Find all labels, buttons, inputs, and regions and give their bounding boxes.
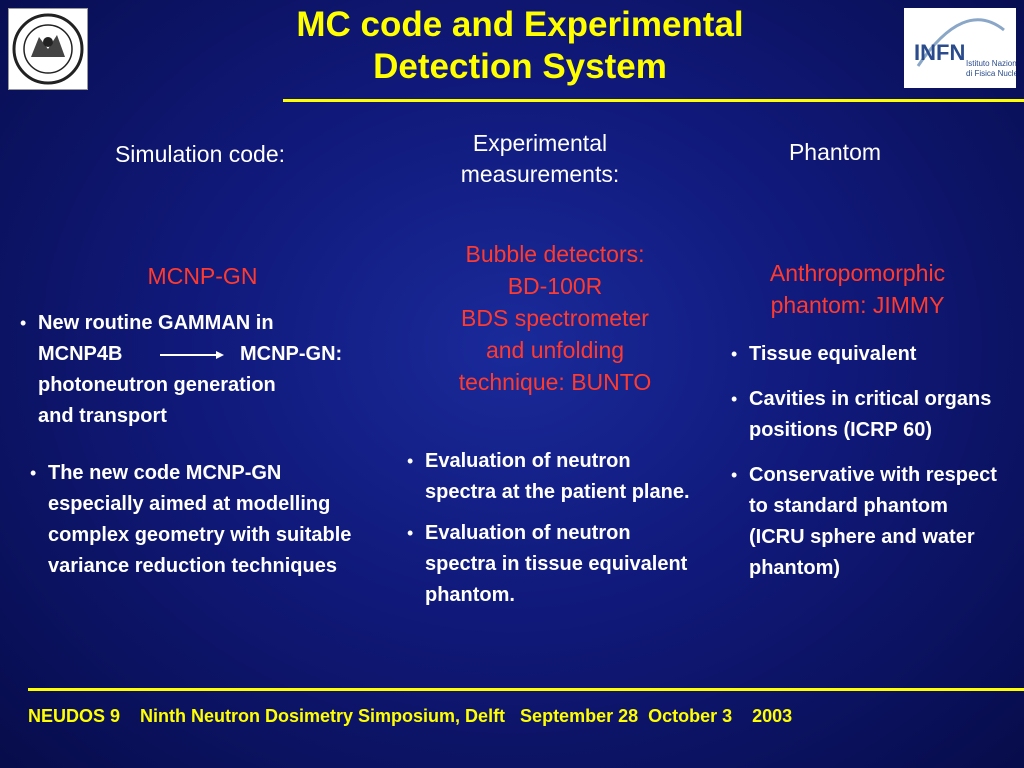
bullet-tissue-equivalent: Tissue equivalent xyxy=(729,339,1004,370)
title-divider xyxy=(283,99,1024,102)
experimental-measurements-heading: Experimental measurements: xyxy=(460,130,620,187)
bubble-detectors-subheading: Bubble detectors: BD-100R BDS spectromet… xyxy=(458,241,652,395)
measurement-bullets: Evaluation of neutron spectra at the pat… xyxy=(405,446,705,611)
phantom-bullets: Tissue equivalent Cavities in critical o… xyxy=(729,339,1004,584)
footer-divider xyxy=(28,688,1024,691)
infn-logo-icon: INFN Istituto Nazionale di Fisica Nuclea… xyxy=(914,18,1024,78)
simulation-bullets-2: The new code MCNP-GN especially aimed at… xyxy=(28,458,368,582)
jimmy-phantom-subheading: Anthropomorphic phantom: JIMMY xyxy=(769,260,946,318)
phantom-heading: Phantom xyxy=(788,139,882,165)
title-line-1: MC code and Experimental xyxy=(296,5,744,44)
svg-text:di Fisica Nucleare: di Fisica Nucleare xyxy=(966,69,1016,78)
bullet-mcnp-gn-aim: The new code MCNP-GN especially aimed at… xyxy=(28,458,368,582)
bullet-conservative: Conservative with respect to standard ph… xyxy=(729,460,1004,584)
simulation-bullets-1: New routine GAMMAN in MCNP4B MCNP-GN: ph… xyxy=(18,308,388,432)
bullet-gamman-routine: New routine GAMMAN in MCNP4B MCNP-GN: ph… xyxy=(18,308,388,432)
arrow-right-icon xyxy=(160,351,224,359)
bullet-tissue-phantom: Evaluation of neutron spectra in tissue … xyxy=(405,518,705,611)
infn-logo: INFN Istituto Nazionale di Fisica Nuclea… xyxy=(904,8,1024,88)
simulation-code-heading: Simulation code: xyxy=(114,141,286,167)
bullet-patient-plane: Evaluation of neutron spectra at the pat… xyxy=(405,446,705,508)
university-seal-logo xyxy=(8,8,88,90)
footer-text: NEUDOS 9 Ninth Neutron Dosimetry Simposi… xyxy=(28,706,793,726)
mcnp-conversion-line: MCNP4B MCNP-GN: xyxy=(38,343,343,365)
mcnp-gn-subheading: MCNP-GN xyxy=(147,263,258,289)
svg-text:INFN: INFN xyxy=(914,40,965,65)
svg-text:Istituto Nazionale: Istituto Nazionale xyxy=(966,59,1016,68)
title-line-2: Detection System xyxy=(373,47,667,86)
bullet-cavities: Cavities in critical organs positions (I… xyxy=(729,384,1004,446)
page-title: MC code and Experimental Detection Syste… xyxy=(200,4,840,88)
university-seal-icon xyxy=(12,13,84,85)
